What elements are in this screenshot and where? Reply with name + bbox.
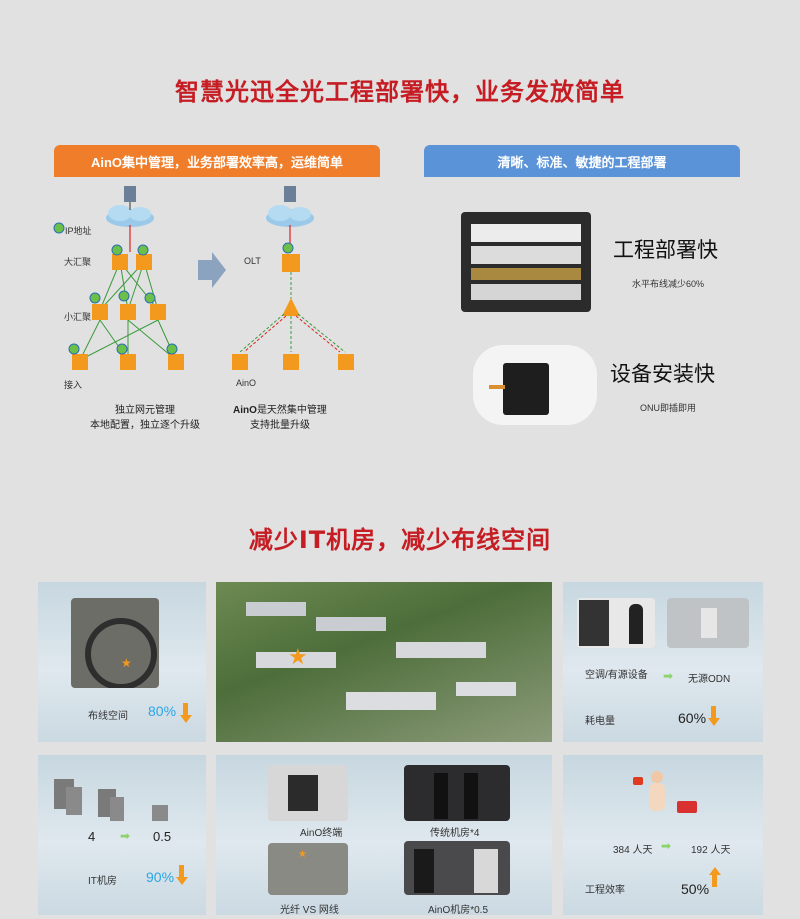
feature2-sub: ONU即插即用 (640, 403, 696, 413)
left-banner: AinO集中管理，业务部署效率高，运维简单 (54, 145, 380, 177)
it-label: IT机房 (88, 876, 117, 887)
power-panel: 空调/有源设备 ➡ 无源ODN 耗电量 60% (563, 582, 763, 742)
up-arrow-icon (709, 867, 721, 887)
network-diagram (53, 186, 354, 370)
traditional-room-photo (404, 765, 510, 821)
campus-photo: ★ (216, 582, 552, 742)
it-to: 0.5 (153, 829, 172, 844)
photo-label-0: AinO终端 (300, 828, 343, 839)
star-icon: ★ (288, 644, 308, 669)
power-label: 耗电量 (585, 716, 615, 727)
server-room-photo (577, 598, 655, 648)
it-room-panel: 4 ➡ 0.5 IT机房 90% (38, 755, 206, 915)
power-pct: 60% (678, 710, 707, 726)
onu-photo (473, 345, 597, 425)
work-to: 192 人天 (691, 845, 731, 856)
aino-room-photo (404, 841, 510, 895)
work-pct: 50% (681, 881, 710, 897)
fiber-photo: ★ (268, 843, 348, 895)
cloud-icon-left (106, 205, 154, 227)
down-arrow-icon (180, 703, 192, 723)
star-icon: ★ (298, 849, 307, 860)
access-switch-icons (68, 343, 184, 370)
feature1-title: 工程部署快 (613, 238, 718, 262)
olt-icon (282, 254, 300, 272)
core-switch-icons (111, 244, 152, 270)
odn-box-photo (667, 598, 749, 648)
comparison-panel: AinO终端 传统机房*4 ★ 光纤 VS 网线 AinO机房*0.5 (216, 755, 552, 916)
wiring-pct: 80% (148, 703, 177, 719)
mid-switch-icons (89, 290, 166, 320)
server-icon-right (284, 186, 296, 202)
odn-label: 无源ODN (688, 674, 731, 685)
photo-label-2: 光纤 VS 网线 (280, 905, 339, 916)
rack-photo (461, 212, 591, 312)
ac-label: 空调/有源设备 (585, 670, 648, 681)
it-pct: 90% (146, 869, 175, 885)
section1-title: 智慧光迅全光工程部署快，业务发放简单 (175, 78, 625, 106)
right-arrow-icon: ➡ (661, 839, 672, 853)
down-arrow-icon (176, 865, 188, 885)
down-arrow-icon (708, 706, 720, 726)
section2-title: 减少IT机房，减少布线空间 (248, 526, 552, 554)
aino-terminal-photo (268, 765, 348, 821)
worker-icon (633, 771, 671, 817)
wiring-label: 布线空间 (88, 711, 128, 722)
photo-label-1: 传统机房*4 (430, 828, 480, 839)
core-label: 大汇聚 (64, 257, 92, 267)
server-icon-left (124, 186, 136, 202)
feature1-sub: 水平布线减少60% (632, 279, 705, 289)
right-caption: AinO是天然集中管理支持批量升级 (233, 405, 327, 431)
right-arrow-icon: ➡ (120, 829, 131, 843)
left-caption: 独立网元管理本地配置，独立逐个升级 (90, 405, 200, 431)
ip-legend-label: IP地址 (65, 226, 92, 236)
aino-terminal-icons (232, 354, 354, 370)
star-icon: ★ (121, 656, 132, 670)
mid-label: 小汇聚 (64, 312, 92, 322)
olt-label: OLT (244, 256, 261, 266)
wiring-panel: ★ 布线空间 80% (38, 582, 206, 742)
splitter-icon (282, 298, 300, 316)
arrow-right-icon (198, 252, 226, 288)
it-from: 4 (88, 829, 96, 844)
cloud-icon-right (266, 205, 314, 227)
right-banner: 清晰、标准、敏捷的工程部署 (424, 145, 740, 177)
access-label: 接入 (64, 380, 83, 390)
feature2-title: 设备安装快 (610, 362, 715, 386)
work-label: 工程效率 (585, 885, 625, 896)
right-arrow-icon: ➡ (663, 669, 674, 683)
wiring-photo: ★ (71, 598, 159, 688)
aino-label: AinO (236, 378, 257, 388)
photo-label-3: AinO机房*0.5 (428, 905, 489, 916)
small-building-icon (152, 805, 168, 821)
ip-legend-icon (53, 222, 65, 234)
toolbox-icon (677, 801, 697, 813)
efficiency-panel: 384 人天 ➡ 192 人天 工程效率 50% (563, 755, 763, 915)
work-from: 384 人天 (613, 845, 653, 856)
